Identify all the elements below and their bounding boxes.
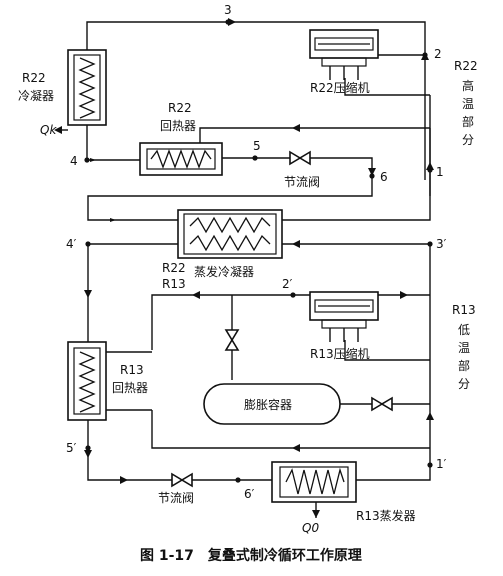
cascade-condenser: [177, 209, 283, 259]
figure-caption: 图 1-17 复叠式制冷循环工作原理: [140, 547, 362, 564]
r13-low-temp-label-4: 分: [458, 377, 470, 391]
r13-compressor-label: R13压缩机: [310, 346, 370, 361]
point-3p: 3′: [436, 237, 447, 251]
r22-condenser: [67, 49, 107, 126]
r22-regenerator: [139, 142, 223, 176]
r13-compressor: [309, 291, 379, 342]
r13-evaporator: [271, 461, 357, 518]
junction-dots: [84, 19, 433, 483]
r13-regen-label-2: 回热器: [112, 381, 148, 395]
throttle-valve-lower: [171, 472, 193, 488]
point-1p: 1′: [436, 457, 447, 471]
r13-low-temp-label-1: 低: [458, 323, 470, 337]
r22-high-temp-label-4: 分: [462, 133, 474, 147]
r22-regen-label-2: 回热器: [160, 119, 196, 133]
expansion-tank: [203, 383, 341, 425]
r22-compressor-label: R22压缩机: [310, 80, 370, 95]
text-labels: R22 冷凝器 Qk R22压缩机 R22 高 温 部 分 R22 回热器 节流…: [18, 3, 478, 535]
r22-condenser-label-1: R22: [22, 71, 46, 85]
r22-compressor: [309, 29, 379, 80]
point-5: 5: [253, 139, 261, 153]
flow-arrows: [84, 18, 434, 484]
point-6: 6: [380, 170, 388, 184]
r13-regenerator: [67, 341, 152, 421]
point-2: 2: [434, 47, 442, 61]
r22-label-mid: R22: [162, 261, 186, 275]
expansion-valve-vertical: [224, 329, 240, 351]
cascade-condenser-label: 蒸发冷凝器: [194, 264, 254, 279]
r22-high-temp-label-1: 高: [462, 78, 474, 93]
qk-label: Qk: [40, 123, 57, 137]
point-6p: 6′: [244, 487, 255, 501]
q0-label: Q0: [302, 521, 319, 535]
point-4: 4: [70, 154, 78, 168]
point-2p: 2′: [282, 277, 293, 291]
r13-low-temp-label-3: 部: [458, 358, 470, 373]
r13-label-mid: R13: [162, 277, 186, 291]
point-3: 3: [224, 3, 232, 17]
throttle-lower-label: 节流阀: [158, 491, 194, 505]
expansion-tank-label: 膨胀容器: [244, 397, 292, 412]
r22-regen-label-1: R22: [168, 101, 192, 115]
r22-condenser-label-2: 冷凝器: [18, 88, 54, 103]
r13-regen-label-1: R13: [120, 363, 144, 377]
r22-high-temp-label-0: R22: [454, 59, 478, 73]
point-1: 1: [436, 165, 444, 179]
point-5p: 5′: [66, 441, 77, 455]
r22-high-temp-label-3: 部: [462, 114, 474, 129]
throttle-valve-upper: [289, 150, 311, 166]
throttle-valve-right: [371, 396, 393, 412]
throttle-upper-label: 节流阀: [284, 175, 320, 189]
r22-high-temp-label-2: 温: [462, 97, 474, 111]
r13-low-temp-label-2: 温: [458, 341, 470, 355]
r13-piping: [87, 243, 431, 481]
r13-evaporator-label: R13蒸发器: [356, 508, 416, 523]
point-4p: 4′: [66, 237, 77, 251]
r13-low-temp-label-0: R13: [452, 303, 476, 317]
